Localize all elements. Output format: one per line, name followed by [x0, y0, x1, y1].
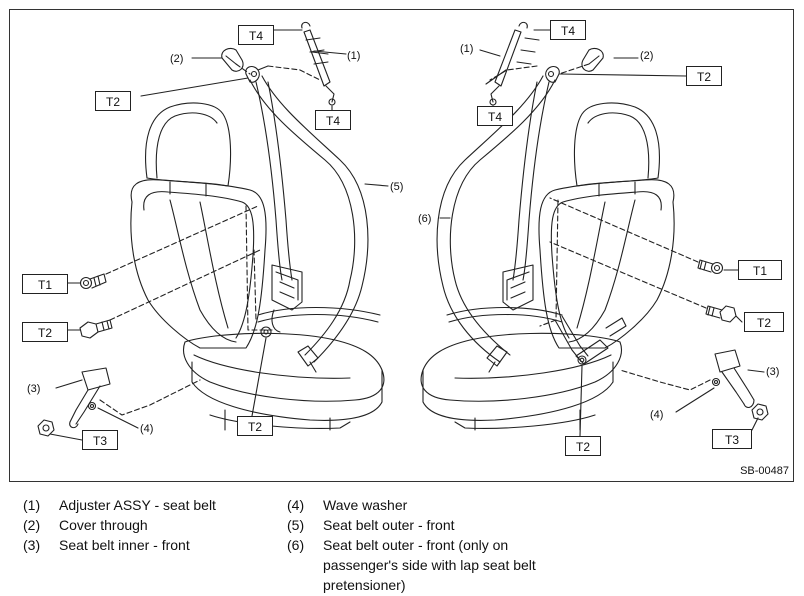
callout-t2-left-floor: T2 — [237, 416, 273, 436]
legend-key: (1) — [23, 497, 41, 513]
right-inner-buckle — [711, 349, 769, 421]
right-guide-lines — [489, 63, 711, 391]
label-4-right: (4) — [650, 409, 664, 421]
callout-t3-right: T3 — [712, 429, 752, 449]
legend-key: (4) — [287, 497, 305, 513]
legend-item: (2) Cover through — [23, 515, 284, 535]
left-inner-buckle — [37, 367, 111, 437]
left-seat — [130, 102, 385, 431]
callout-t1-right: T1 — [738, 260, 782, 280]
callout-t4-left-bottom: T4 — [315, 110, 351, 130]
label-1-right: (1) — [460, 43, 474, 55]
right-buckle-mechanism — [446, 264, 627, 365]
callout-t3-left: T3 — [82, 430, 118, 450]
legend-item: (4) Wave washer — [287, 495, 548, 515]
label-3-left: (3) — [27, 383, 41, 395]
right-leader-lines — [439, 29, 765, 437]
exploded-view-figure: T4 T4 T2 T1 T2 T3 T2 T4 T4 T2 T1 T2 T3 T… — [9, 9, 794, 482]
legend-right-column: (4) Wave washer (5) Seat belt outer - fr… — [287, 495, 548, 595]
left-seatbelt-webbing — [249, 75, 369, 373]
legend-text: Adjuster ASSY - seat belt — [59, 497, 216, 513]
legend-text: Seat belt outer - front — [323, 517, 455, 533]
seat-belt-drawing — [37, 21, 769, 441]
label-2-left: (2) — [170, 53, 184, 65]
label-4-left: (4) — [140, 423, 154, 435]
left-buckle-mechanism — [257, 264, 381, 338]
legend-item: (1) Adjuster ASSY - seat belt — [23, 495, 284, 515]
legend-left-column: (1) Adjuster ASSY - seat belt (2) Cover … — [23, 495, 284, 555]
figure-id: SB-00487 — [740, 465, 789, 477]
right-bolts — [697, 259, 737, 323]
legend-key: (2) — [23, 517, 41, 533]
label-1-left: (1) — [347, 50, 361, 62]
legend-text: Seat belt outer - front (only on passeng… — [323, 537, 536, 593]
callout-t4-right-bottom: T4 — [477, 106, 513, 126]
legend-key: (6) — [287, 537, 305, 553]
callout-t2-left-bolt: T2 — [22, 322, 68, 342]
callout-t4-right-top: T4 — [550, 20, 586, 40]
legend-item: (6) Seat belt outer - front (only on pas… — [287, 535, 548, 595]
legend-text: Seat belt inner - front — [59, 537, 190, 553]
right-seat — [420, 102, 675, 431]
legend-key: (5) — [287, 517, 305, 533]
legend-key: (3) — [23, 537, 41, 553]
callout-t2-right-anchor: T2 — [686, 66, 722, 86]
legend-text: Wave washer — [323, 497, 408, 513]
callout-t2-right-bolt: T2 — [744, 312, 784, 332]
label-6-right: (6) — [418, 213, 432, 225]
left-guide-lines — [99, 63, 321, 416]
label-5-left: (5) — [390, 181, 404, 193]
legend-item: (5) Seat belt outer - front — [287, 515, 548, 535]
callout-t2-left-anchor: T2 — [95, 91, 131, 111]
left-leader-lines — [49, 29, 389, 441]
right-seatbelt-webbing — [436, 75, 556, 373]
callout-t2-right-floor: T2 — [565, 436, 601, 456]
callout-t1-left: T1 — [22, 274, 68, 294]
legend-item: (3) Seat belt inner - front — [23, 535, 284, 555]
left-top-anchor — [221, 21, 336, 106]
label-3-right: (3) — [766, 366, 780, 378]
label-2-right: (2) — [640, 50, 654, 62]
callout-t4-left-top: T4 — [238, 25, 274, 45]
left-bolts — [79, 273, 113, 339]
legend-text: Cover through — [59, 517, 148, 533]
